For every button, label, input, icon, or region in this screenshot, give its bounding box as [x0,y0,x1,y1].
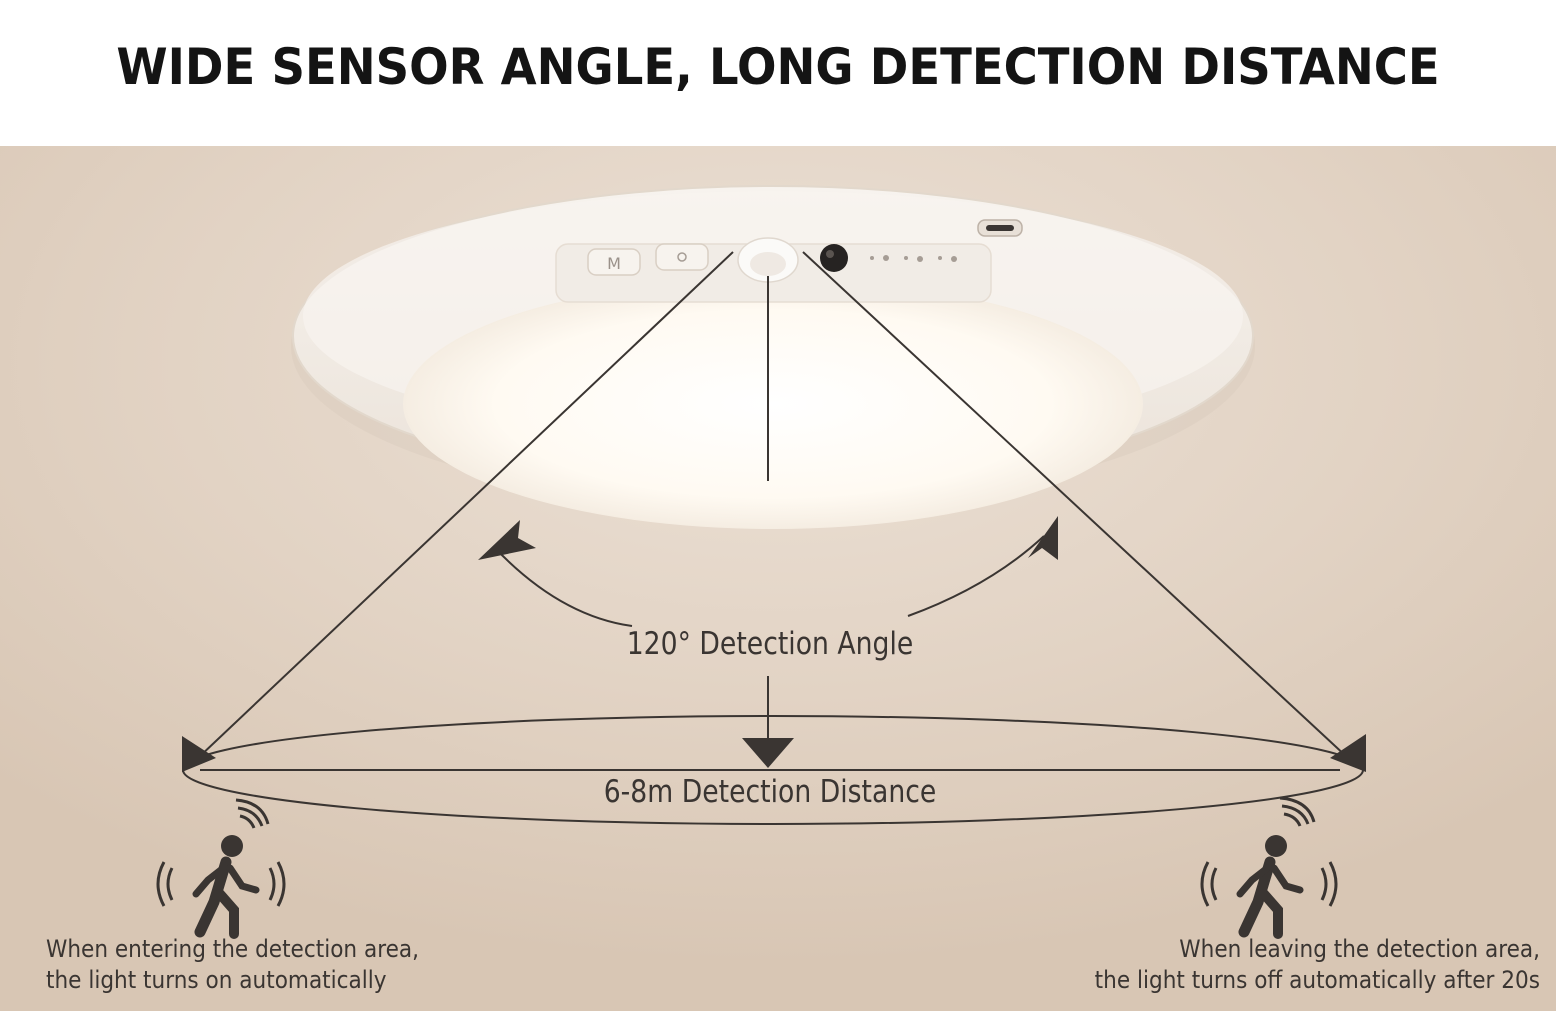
mode-indicators [870,255,957,262]
caption-entering-line1: When entering the detection area, [46,935,420,963]
walking-person-icon [1236,835,1304,939]
light-sensor [820,244,848,272]
motion-wave-icon [1200,796,1338,907]
angle-arrow-right [1028,516,1058,560]
mode-button[interactable] [587,248,641,276]
arrowheads [182,516,1366,772]
edge-arrow-right [1330,734,1366,772]
product-scene: M [0,146,1556,1011]
caption-leaving-line2: the light turns off automatically after … [1094,966,1540,994]
detection-angle-label: 120° Detection Angle [626,626,914,662]
motion-wave-icon [156,798,286,907]
walking-person-icon [192,835,260,939]
detection-diagram: M [156,185,1366,939]
mode-button-label: M [607,254,621,273]
brightness-button[interactable] [655,243,709,271]
control-panel: M [555,219,1023,303]
sun-icon [677,252,687,262]
detection-distance-label: 6-8m Detection Distance [603,774,937,810]
caption-entering-line2: the light turns on automatically [46,966,387,994]
caption-leaving-line1: When leaving the detection area, [1179,935,1540,963]
ceiling-light: M [291,185,1255,529]
title-bar: WIDE SENSOR ANGLE, LONG DETECTION DISTAN… [0,0,1556,146]
caption-entering: When entering the detection area, the li… [46,934,496,996]
distance-arrow-down [742,738,794,768]
edge-arrow-left [182,736,216,772]
angle-arrow-left [478,520,536,560]
page-title: WIDE SENSOR ANGLE, LONG DETECTION DISTAN… [116,38,1440,96]
caption-leaving: When leaving the detection area, the lig… [1018,934,1540,996]
